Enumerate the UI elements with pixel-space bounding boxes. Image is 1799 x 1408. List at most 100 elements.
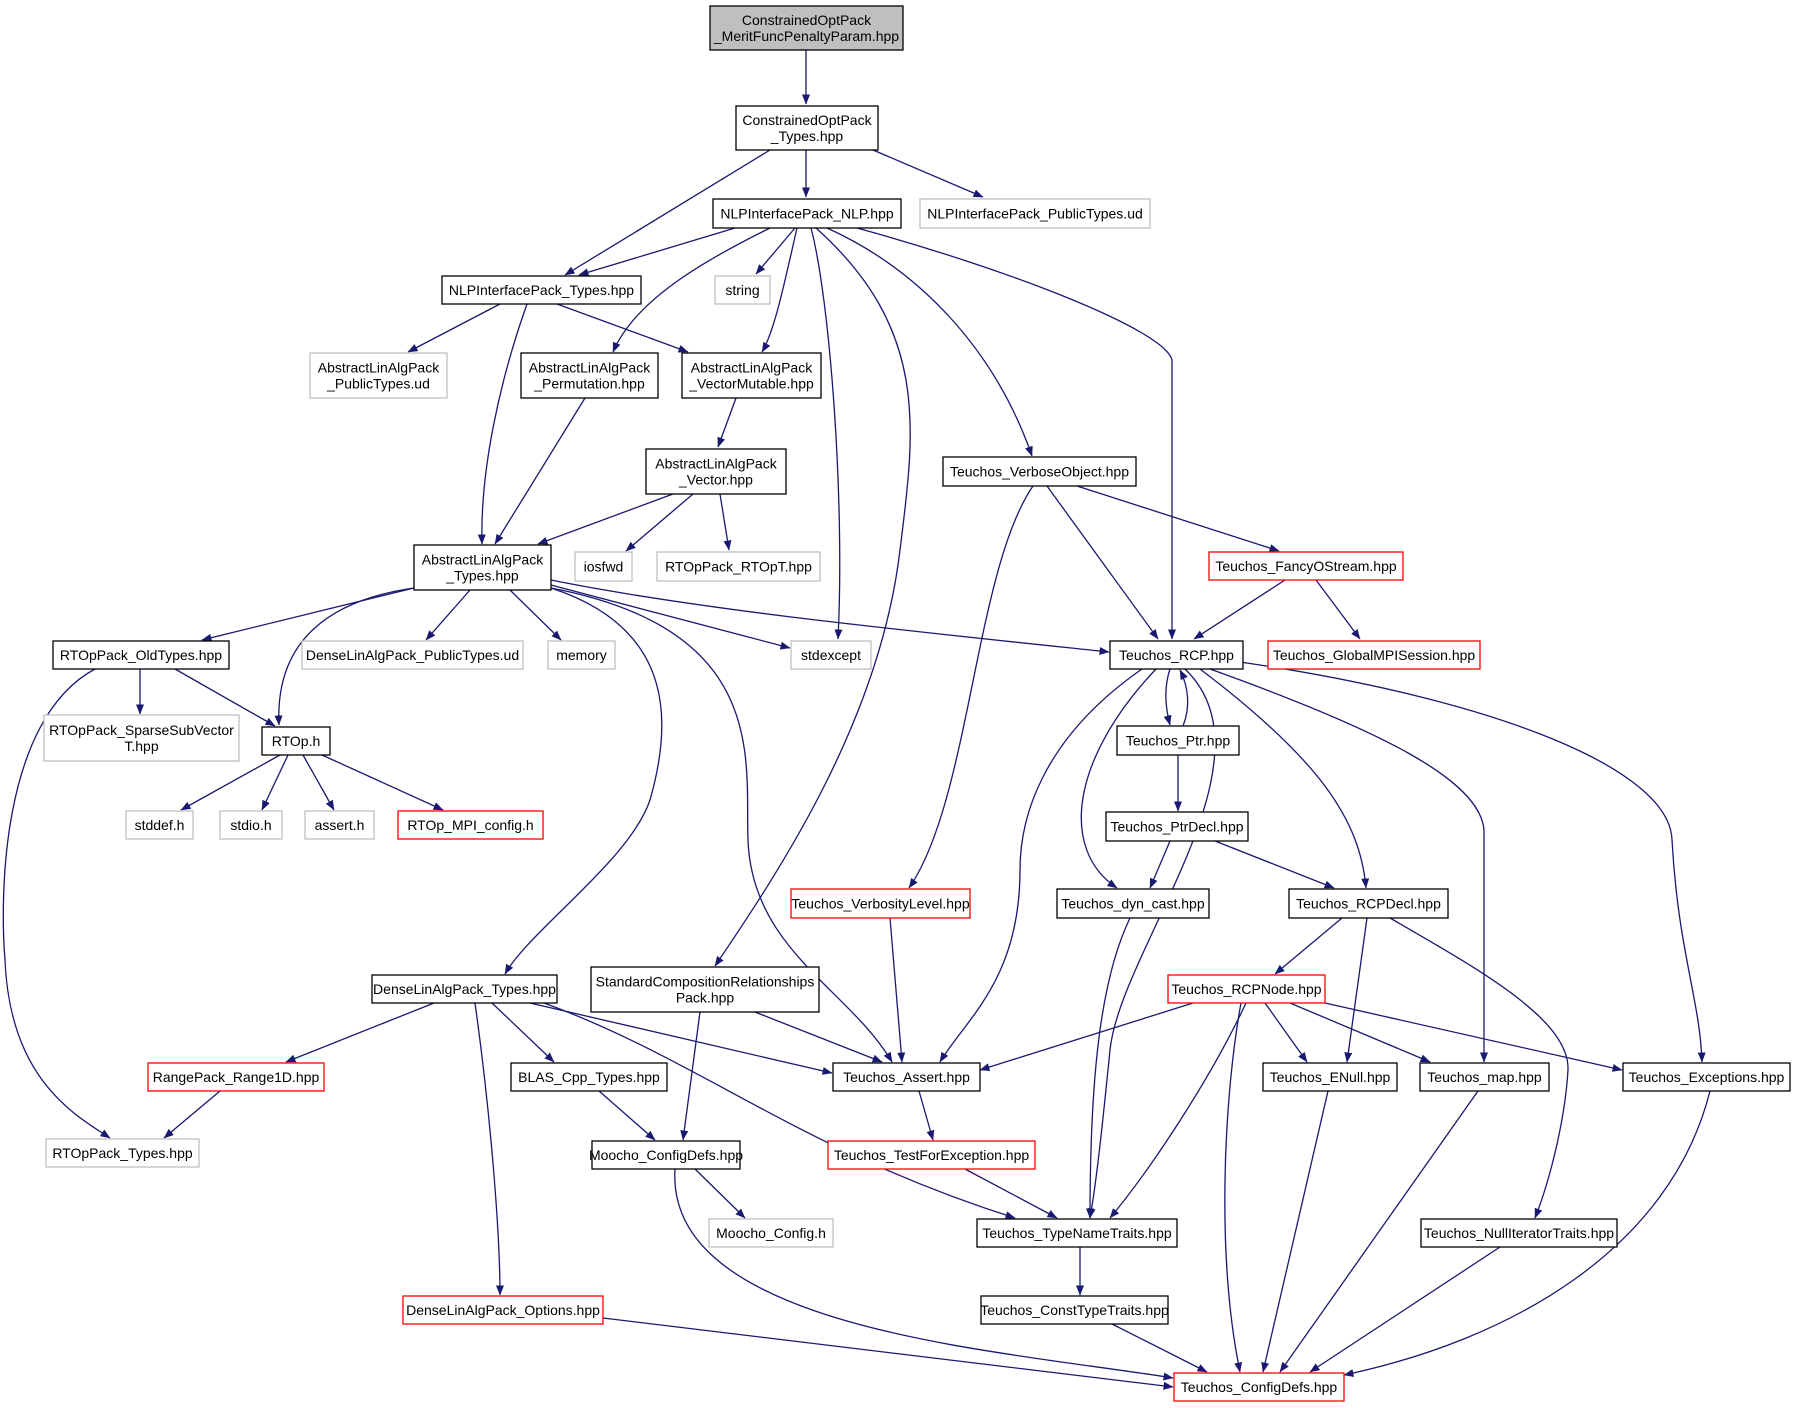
node-abstractlinalgpack-vector-hpp[interactable]: AbstractLinAlgPack_Vector.hpp [645, 448, 787, 495]
edge-abstractlinalgpack-types-hpp-to-denselinalgpack-publictypes-ud [425, 589, 471, 641]
edge-teuchos-rcpdecl-hpp-to-teuchos-nulliteratortraits-hpp [1389, 917, 1569, 1219]
edge-teuchos-testforexception-hpp-to-teuchos-typenametraits-hpp [964, 1168, 1058, 1219]
edge-arrow [1109, 1002, 1247, 1219]
node-label: stddef.h [135, 817, 185, 833]
edge-arrow [1214, 840, 1335, 889]
node-teuchos-verbositylevel-hpp[interactable]: Teuchos_VerbosityLevel.hpp [790, 888, 971, 919]
node-teuchos-rcpnode-hpp[interactable]: Teuchos_RCPNode.hpp [1167, 974, 1326, 1004]
node-teuchos-configdefs-hpp[interactable]: Teuchos_ConfigDefs.hpp [1173, 1372, 1345, 1402]
edge-arrow [1179, 669, 1189, 727]
node-teuchos-fancyostream-hpp[interactable]: Teuchos_FancyOStream.hpp [1208, 551, 1404, 581]
node-teuchos-dyn-cast-hpp[interactable]: Teuchos_dyn_cast.hpp [1056, 888, 1210, 919]
node-rtop-h[interactable]: RTOp.h [261, 726, 331, 756]
node-abstractlinalgpack-publictypes-ud[interactable]: AbstractLinAlgPack_PublicTypes.ud [309, 352, 448, 399]
node-rtoppack-types-hpp[interactable]: RTOpPack_Types.hpp [45, 1138, 200, 1168]
node-teuchos-consttypetraits-hpp[interactable]: Teuchos_ConstTypeTraits.hpp [980, 1295, 1169, 1325]
node-label: Teuchos_RCPNode.hpp [1171, 981, 1321, 997]
node-label: Teuchos_RCPDecl.hpp [1296, 896, 1441, 912]
node-abstractlinalgpack-permutation-hpp[interactable]: AbstractLinAlgPack_Permutation.hpp [520, 352, 659, 399]
edges-layer [2, 50, 1711, 1390]
edge-arrow [407, 303, 501, 353]
node-box [301, 640, 524, 670]
node-denselinalgpack-options-hpp[interactable]: DenseLinAlgPack_Options.hpp [402, 1295, 604, 1325]
node-teuchos-rcp-hpp[interactable]: Teuchos_RCP.hpp [1109, 640, 1244, 670]
node-rtoppack-rtopt-hpp[interactable]: RTOpPack_RTOpT.hpp [656, 551, 821, 582]
node-label: iosfwd [584, 559, 624, 575]
node-label: _VectorMutable.hpp [688, 376, 814, 392]
node-label: string [725, 282, 759, 298]
node-nlpinterfacepack-publictypes-ud[interactable]: NLPInterfacePack_PublicTypes.ud [919, 198, 1151, 229]
node-string[interactable]: string [714, 275, 771, 305]
edge-denselinalgpack-types-hpp-to-blas-cpp-types-hpp [491, 1002, 555, 1063]
node-rtop-mpi-config-h[interactable]: RTOp_MPI_config.h [397, 810, 544, 840]
node-abstractlinalgpack-types-hpp[interactable]: AbstractLinAlgPack_Types.hpp [413, 544, 552, 591]
node-memory[interactable]: memory [547, 640, 616, 670]
node-teuchos-map-hpp[interactable]: Teuchos_map.hpp [1419, 1062, 1550, 1092]
node-label: stdexcept [801, 647, 861, 663]
edge-arrow [556, 303, 689, 353]
node-teuchos-globalmpisession-hpp[interactable]: Teuchos_GlobalMPISession.hpp [1267, 640, 1481, 670]
node-nlpinterfacepack-types-hpp[interactable]: NLPInterfacePack_Types.hpp [441, 275, 642, 305]
node-teuchos-nulliteratortraits-hpp[interactable]: Teuchos_NullIteratorTraits.hpp [1420, 1218, 1618, 1248]
node-label: Teuchos_TypeNameTraits.hpp [982, 1225, 1172, 1241]
node-denselinalgpack-publictypes-ud[interactable]: DenseLinAlgPack_PublicTypes.ud [301, 640, 524, 670]
node-box [708, 1218, 834, 1248]
edge-teuchos-fancyostream-hpp-to-teuchos-rcp-hpp [1193, 579, 1286, 640]
node-constrainedoptpack-meritfuncpenaltyparam-hpp[interactable]: ConstrainedOptPack_MeritFuncPenaltyParam… [709, 5, 904, 51]
edge-arrow [612, 227, 771, 353]
edge-nlpinterfacepack-nlp-hpp-to-stdexcept [810, 227, 843, 640]
node-iosfwd[interactable]: iosfwd [574, 551, 633, 582]
node-label: AbstractLinAlgPack [691, 360, 813, 376]
edge-arrow [964, 1168, 1058, 1219]
edge-arrow [180, 754, 281, 811]
node-label: NLPInterfacePack_PublicTypes.ud [927, 206, 1143, 222]
node-teuchos-typenametraits-hpp[interactable]: Teuchos_TypeNameTraits.hpp [976, 1218, 1178, 1248]
node-teuchos-assert-hpp[interactable]: Teuchos_Assert.hpp [832, 1062, 981, 1092]
node-label: Teuchos_map.hpp [1427, 1069, 1542, 1085]
edge-abstractlinalgpack-types-hpp-to-rtoppack-oldtypes-hpp [201, 587, 415, 642]
edge-arrow [201, 587, 415, 642]
edge-arrow [810, 227, 843, 640]
node-moocho-config-h[interactable]: Moocho_Config.h [708, 1218, 834, 1248]
edge-teuchos-verboseobject-hpp-to-teuchos-fancyostream-hpp [1076, 485, 1280, 552]
edge-nlpinterfacepack-nlp-hpp-to-abstractlinalgpack-vectormutable-hpp [761, 227, 798, 353]
edge-arrow [1261, 1090, 1329, 1373]
node-stddef-h[interactable]: stddef.h [125, 810, 194, 840]
node-teuchos-ptr-hpp[interactable]: Teuchos_Ptr.hpp [1116, 725, 1240, 756]
node-box [402, 1295, 604, 1325]
edge-arrow [578, 227, 736, 277]
node-constrainedoptpack-types-hpp[interactable]: ConstrainedOptPack_Types.hpp [735, 105, 879, 151]
node-assert-h[interactable]: assert.h [304, 810, 375, 840]
node-abstractlinalgpack-vectormutable-hpp[interactable]: AbstractLinAlgPack_VectorMutable.hpp [681, 352, 822, 399]
edge-arrow [889, 917, 906, 1063]
node-box [976, 1218, 1178, 1248]
node-rangepack-range1d-hpp[interactable]: RangePack_Range1D.hpp [147, 1062, 325, 1092]
edge-arrow [694, 1168, 746, 1219]
node-box [147, 1062, 325, 1092]
node-teuchos-exceptions-hpp[interactable]: Teuchos_Exceptions.hpp [1622, 1062, 1791, 1092]
node-blas-cpp-types-hpp[interactable]: BLAS_Cpp_Types.hpp [510, 1062, 668, 1092]
node-moocho-configdefs-hpp[interactable]: Moocho_ConfigDefs.hpp [589, 1140, 743, 1170]
node-label: AbstractLinAlgPack [318, 360, 440, 376]
edge-arrow [1315, 579, 1361, 640]
node-nlpinterfacepack-nlp-hpp[interactable]: NLPInterfacePack_NLP.hpp [712, 198, 902, 229]
node-teuchos-verboseobject-hpp[interactable]: Teuchos_VerboseObject.hpp [942, 456, 1137, 487]
node-box [1419, 1062, 1550, 1092]
node-teuchos-enull-hpp[interactable]: Teuchos_ENull.hpp [1262, 1062, 1398, 1092]
node-box [441, 275, 642, 305]
edge-arrow [163, 1090, 221, 1139]
node-teuchos-rcpdecl-hpp[interactable]: Teuchos_RCPDecl.hpp [1288, 888, 1449, 919]
node-stdexcept[interactable]: stdexcept [790, 640, 872, 670]
edge-arrow [529, 1002, 833, 1075]
edge-teuchos-rcp-hpp-to-teuchos-exceptions-hpp [1239, 661, 1706, 1063]
node-stdio-h[interactable]: stdio.h [219, 810, 283, 840]
edge-arrow [261, 754, 289, 811]
node-teuchos-testforexception-hpp[interactable]: Teuchos_TestForException.hpp [827, 1140, 1036, 1170]
node-teuchos-ptrdecl-hpp[interactable]: Teuchos_PtrDecl.hpp [1105, 811, 1249, 842]
node-box [1262, 1062, 1398, 1092]
node-denselinalgpack-types-hpp[interactable]: DenseLinAlgPack_Types.hpp [371, 974, 558, 1004]
node-rtoppack-oldtypes-hpp[interactable]: RTOpPack_OldTypes.hpp [52, 640, 230, 670]
node-label: Teuchos_ConstTypeTraits.hpp [980, 1302, 1169, 1318]
